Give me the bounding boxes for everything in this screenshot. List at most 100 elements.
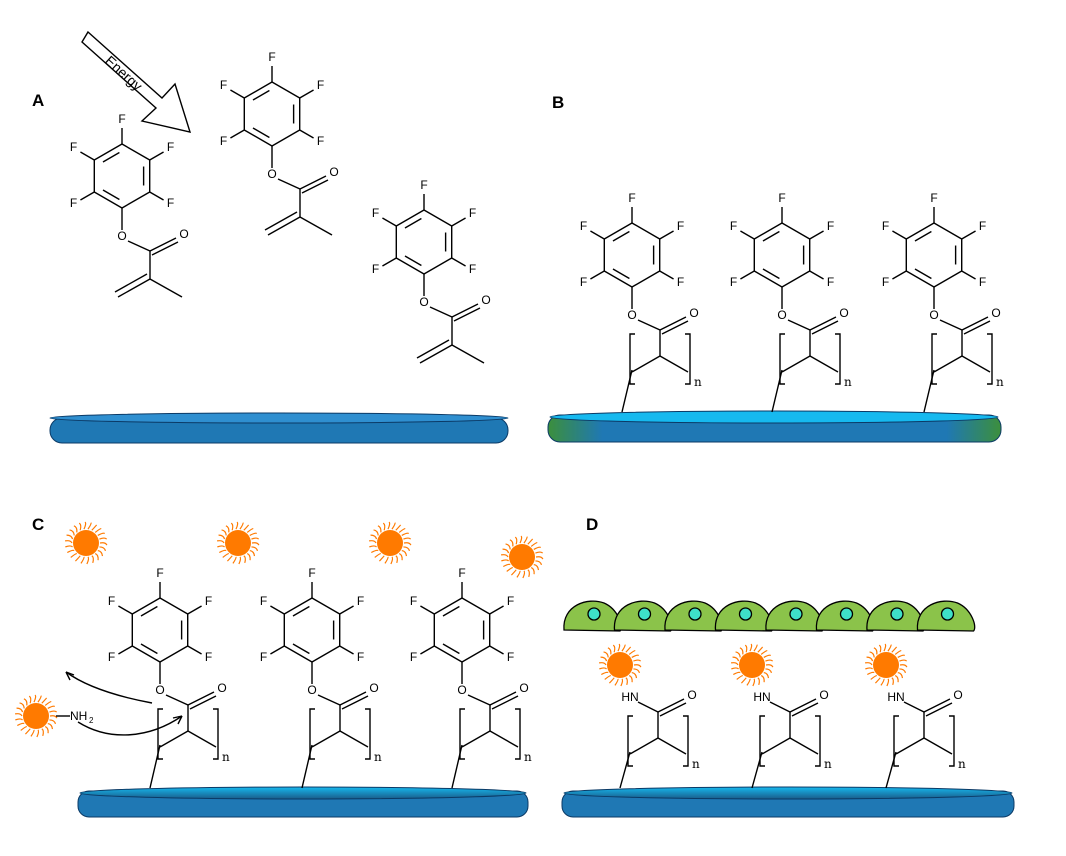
repeat-bracket-left	[779, 333, 785, 385]
carbonyl-oxygen-atom: O	[217, 681, 226, 695]
c-f-bond	[299, 129, 314, 139]
ring-bond	[631, 222, 661, 240]
repeat-index: n	[958, 757, 966, 771]
repeat-index: n	[824, 757, 832, 771]
nanoparticle-ray	[91, 555, 94, 564]
fluorine-atom: F	[205, 650, 212, 664]
nanoparticle-ray	[401, 532, 410, 536]
backbone-bond	[809, 355, 839, 373]
backbone-bond	[933, 355, 963, 373]
c-f-bond	[299, 89, 314, 99]
carbonyl-double-bond	[151, 241, 179, 256]
panel-label-c: C	[32, 515, 44, 534]
nanoparticle-core	[509, 544, 535, 570]
fluorine-atom: F	[70, 196, 77, 210]
carbonyl-double-bond	[189, 695, 217, 710]
carbonyl-oxygen-atom: O	[991, 306, 1000, 320]
carbonyl-oxygen-atom: O	[519, 681, 528, 695]
nanoparticle-ray	[44, 726, 49, 734]
reaction-arrow-icon	[65, 671, 183, 736]
nanoparticle-ray	[873, 647, 878, 655]
nanoparticle-ray	[395, 555, 398, 564]
nanoparticle-ray	[221, 529, 227, 536]
c-f-bond	[187, 605, 202, 615]
backbone-bond	[489, 730, 519, 748]
polymer-repeat-unit: n	[771, 330, 852, 413]
nanoparticle-ray	[382, 522, 386, 531]
nanoparticle-ray	[617, 643, 621, 652]
fluorine-atom: F	[580, 275, 587, 289]
fluorine-atom: F	[628, 191, 635, 205]
nanoparticle-ray	[47, 722, 54, 730]
nanoparticle-icon	[865, 643, 908, 687]
repeat-bracket-left	[931, 333, 937, 385]
nanoparticle-icon	[217, 521, 260, 565]
nanoparticle-ray	[41, 697, 48, 704]
carbonyl-double-bond	[301, 179, 329, 194]
cell-nucleus	[738, 607, 753, 621]
substrate-a	[49, 412, 509, 444]
fluorine-atom: F	[357, 594, 364, 608]
backbone-bond	[629, 737, 659, 755]
cell-nucleus	[940, 607, 955, 621]
repeat-index: n	[844, 375, 852, 389]
nanoparticle-ray	[746, 678, 751, 686]
ring-double-bond	[140, 605, 158, 617]
o-c-bond	[127, 240, 151, 252]
nanoparticle-ray	[614, 678, 619, 686]
carbonyl-oxygen-atom: O	[179, 227, 188, 241]
n-c-bond	[637, 701, 659, 713]
ring-double-bond	[914, 268, 932, 280]
ring-bond	[433, 597, 463, 615]
nanoparticle-ray	[874, 677, 881, 684]
c-f-bond	[339, 645, 354, 655]
nanoparticle-ray	[601, 671, 609, 676]
nanoparticle-ray	[251, 537, 260, 540]
ester-carbonyl-group: O	[467, 681, 529, 710]
ring-bond	[423, 257, 453, 275]
nanoparticle-ray	[763, 671, 770, 679]
nanoparticle-ray	[23, 698, 28, 706]
carbonyl-bond	[961, 316, 989, 331]
nanoparticle-ray	[867, 671, 875, 676]
backbone-bond	[781, 355, 811, 373]
carbonyl-double-bond	[661, 320, 689, 335]
fluorine-atom: F	[410, 650, 417, 664]
c-f-bond	[382, 257, 397, 267]
ring-double-bond	[102, 151, 120, 163]
nanoparticle-ray	[390, 556, 394, 565]
nanoparticle-icon	[599, 643, 642, 687]
nanoparticle-ray	[535, 556, 544, 560]
carbonyl-bond	[299, 175, 327, 190]
nanoparticle-ray	[99, 542, 108, 546]
nanoparticle-ray	[894, 675, 899, 683]
nanoparticle-ray	[866, 656, 874, 662]
cell-layer	[563, 600, 976, 632]
nanoparticle-ray	[757, 677, 760, 686]
ring-bond	[933, 222, 963, 240]
polymer-repeat-unit: n	[923, 330, 1004, 413]
ester-oxygen-atom: O	[117, 229, 126, 243]
nanoparticle-ray	[83, 521, 87, 530]
nanoparticle-ray	[894, 649, 902, 655]
nanoparticle-ray	[527, 569, 530, 578]
carbonyl-oxygen-atom: O	[953, 688, 962, 702]
substrate-d	[561, 786, 1015, 818]
amide-nh-atom: HN	[621, 690, 638, 704]
c-f-bond	[590, 270, 605, 280]
nanoparticle-ray	[760, 649, 768, 655]
nanoparticle-ray	[523, 536, 528, 544]
c-f-bond	[740, 270, 755, 280]
nanoparticle-ray	[369, 540, 377, 544]
nanoparticle-ray	[763, 654, 772, 658]
nanoparticle-core	[73, 530, 99, 556]
nanoparticle-ray	[735, 651, 741, 658]
nanoparticle-ray	[87, 522, 92, 530]
nanoparticle-ray	[235, 521, 239, 530]
carbonyl-bond	[659, 316, 687, 331]
fluorine-atom: F	[580, 219, 587, 233]
